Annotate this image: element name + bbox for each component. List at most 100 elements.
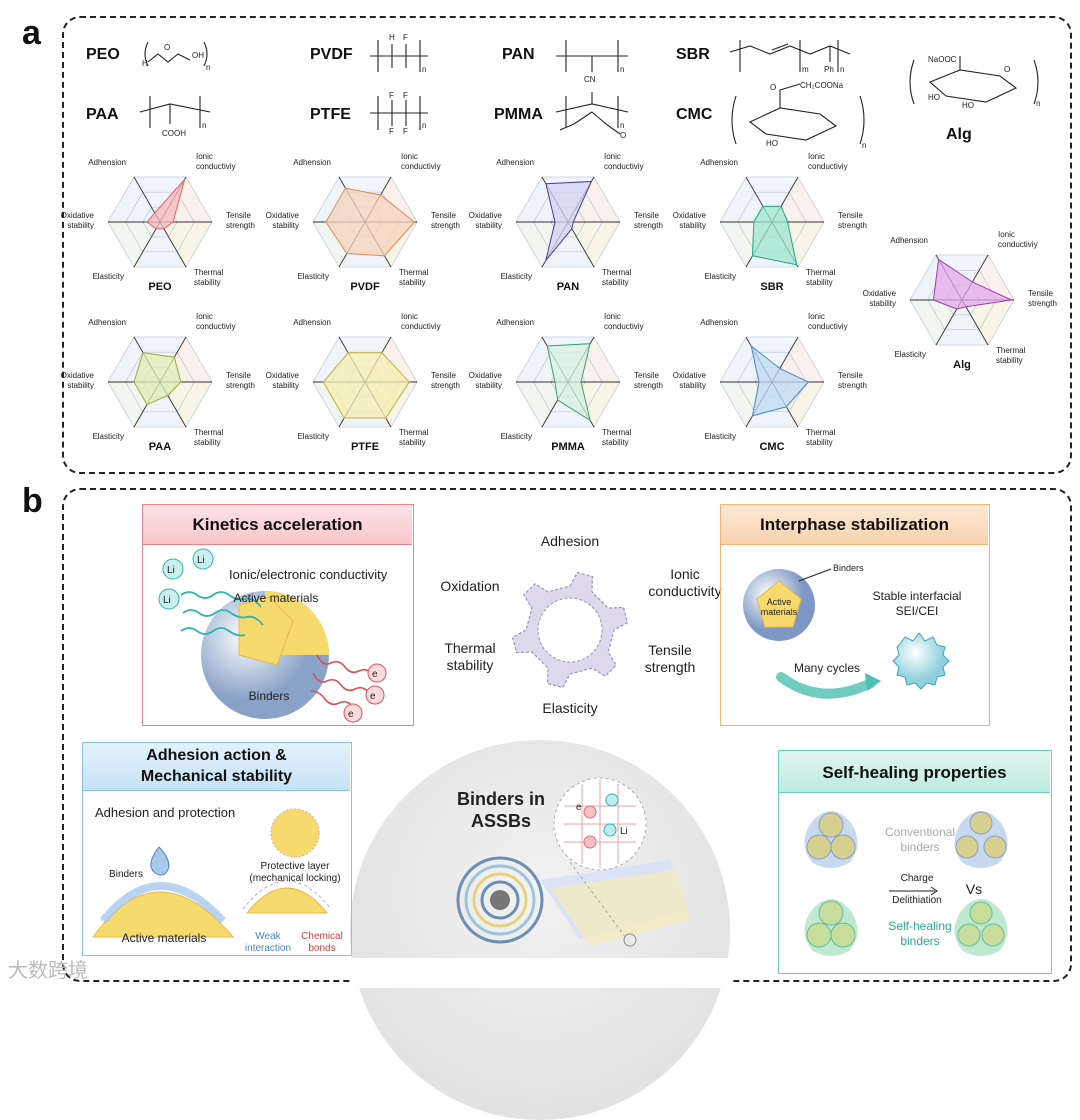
radar-axis-label: strength (226, 221, 255, 230)
radar-series-pvdf (325, 187, 416, 257)
interphase-title: Interphase stabilization (760, 515, 949, 534)
radar-axis-label: Oxidative (469, 211, 503, 220)
watermark: 大数跨境 (8, 958, 88, 982)
radar-bg-sector (108, 222, 160, 268)
radar-axis-label: stability (602, 278, 629, 287)
adhesion-illustration (92, 808, 332, 938)
paa-sub-n: n (202, 121, 206, 130)
radar-axis-label: stability (996, 356, 1023, 365)
radar-name-pan: PAN (557, 281, 579, 293)
radar-bg-sector (962, 300, 1014, 346)
electron-1: e (372, 669, 378, 680)
gear-icon (511, 571, 629, 689)
radar-axis-label: Oxidative (61, 211, 95, 220)
electron-3: e (348, 709, 354, 720)
radar-name-sbr: SBR (760, 281, 783, 293)
radar-name-ptfe: PTFE (351, 441, 379, 453)
interphase-stable-label: Stable interfacial SEI/CEI (872, 589, 962, 618)
alg-sub-n: n (1036, 99, 1040, 108)
cmc-ch2coona-label: CH₂COONa (800, 81, 844, 90)
radar-axis-label: stability (869, 299, 896, 308)
radar-series-pmma (546, 343, 591, 422)
radar-axis-label: Tensile (838, 211, 863, 220)
panel-a-frame (62, 16, 1072, 474)
li-ion-3: Li (163, 595, 171, 606)
selfheal-vs: Vs (965, 881, 983, 897)
radar-axis-label: Ionic (808, 152, 825, 161)
paa-cooh-label: COOH (162, 129, 186, 138)
polymer-name-alg: Alg (946, 126, 972, 143)
radar-spoke (159, 221, 187, 268)
radar-axis-label: Elasticity (704, 432, 736, 441)
radar-axis-label: strength (838, 221, 867, 230)
selfheal-delithiation: Delithiation (892, 895, 942, 906)
radar-bg-sector (542, 222, 594, 268)
sbr-sub-m: m (802, 65, 809, 74)
radar-axis-label: Ionic (808, 312, 825, 321)
radar-bg-sector (568, 176, 620, 222)
cmc-o-label: O (770, 83, 776, 92)
radar-axis-label: Elasticity (297, 432, 329, 441)
gear-oxidation: Oxidation (440, 578, 500, 594)
radar-bg-sector (160, 382, 212, 428)
radar-axis-label: Elasticity (297, 272, 329, 281)
radar-series-cmc (750, 344, 810, 417)
radar-axis-label: Adhension (293, 158, 331, 167)
assb-illustration: e Li (456, 777, 690, 947)
assb-title-2: ASSBs (470, 811, 532, 831)
cmc-ho-label: HO (766, 139, 778, 148)
adhesion-subtitle: Adhesion and protection (95, 805, 236, 820)
radar-axis-label: conductiviy (196, 322, 236, 331)
radar-axis-label: conductiviy (401, 322, 441, 331)
radar-axis-label: Adhension (88, 318, 126, 327)
radar-axis-label: stability (194, 438, 221, 447)
radar-axis-label: Ionic (401, 312, 418, 321)
radar-axis-label: Thermal (399, 428, 429, 437)
gear-thermal: Thermal stability (444, 640, 496, 673)
radar-axis-label: Oxidative (266, 211, 300, 220)
li-ion-2: Li (197, 555, 205, 566)
radar-name-peo: PEO (148, 281, 172, 293)
adhesion-box: Adhesion action & Mechanical stability A… (82, 742, 352, 956)
kinetics-illustration: Li Li Li e e e (158, 548, 387, 723)
radar-axis-label: stability (67, 381, 94, 390)
radar-spoke (961, 299, 989, 346)
radar-axis-label: Ionic (196, 312, 213, 321)
sbr-sub-n: n (840, 65, 844, 74)
radar-bg-sector (134, 222, 186, 268)
selfheal-header: Self-healing properties (779, 751, 1050, 793)
radar-axis-label: Thermal (194, 268, 224, 277)
chemical-structures: H O OH n H F n CN n m n Ph COOH n F F F … (139, 33, 1040, 150)
radar-axis-label: Tensile (838, 371, 863, 380)
radar-axis-label: Adhension (496, 158, 534, 167)
radar-axis-label: Tensile (226, 211, 251, 220)
radar-bg-sector (134, 382, 186, 428)
ptfe-f-1: F (389, 91, 394, 100)
ptfe-sub-n: n (422, 121, 426, 130)
radar-axis-label: stability (806, 278, 833, 287)
radar-axis-label: Ionic (401, 152, 418, 161)
radar-axis-label: stability (475, 381, 502, 390)
radar-axis-label: Tensile (431, 211, 456, 220)
li-ion-1: Li (167, 565, 175, 576)
radar-axis-label: Thermal (806, 428, 836, 437)
radar-axis-label: Thermal (194, 428, 224, 437)
radar-axis-label: Elasticity (500, 432, 532, 441)
polymer-name-pan: PAN (502, 46, 535, 63)
radar-axis-label: stability (272, 381, 299, 390)
interphase-header: Interphase stabilization (721, 505, 988, 545)
radar-spoke (567, 221, 595, 268)
sbr-ph-label: Ph (824, 65, 834, 74)
gear-adhesion: Adhesion (540, 533, 600, 549)
interphase-box: Interphase stabilization Binders Active … (720, 504, 990, 726)
radar-bg-sector (936, 300, 988, 346)
radar-name-pvdf: PVDF (350, 281, 380, 293)
adhesion-title-2: Mechanical stability (140, 768, 293, 785)
kinetics-binders-label: Binders (248, 689, 290, 703)
radar-axis-label: stability (806, 438, 833, 447)
radar-axis-label: stability (399, 438, 426, 447)
radar-axis-label: Adhension (293, 318, 331, 327)
radar-bg-sector (134, 176, 186, 222)
radar-axis-label: Thermal (806, 268, 836, 277)
radar-axis-label: Tensile (634, 371, 659, 380)
